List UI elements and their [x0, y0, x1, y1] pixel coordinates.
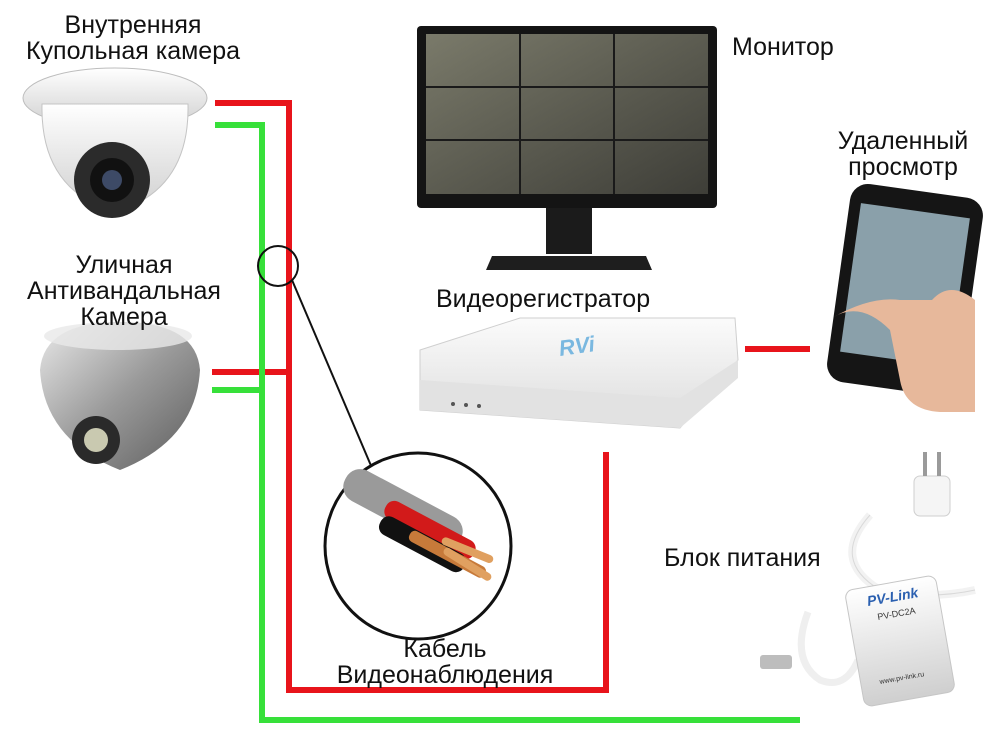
dvr-image: RVi — [419, 317, 739, 429]
outdoor-camera-label-line-1: Уличная — [75, 251, 173, 279]
dvr-logo: RVi — [557, 331, 597, 361]
cable-label-line-1: Кабель — [403, 635, 487, 663]
cable-cross-section-image — [323, 451, 513, 641]
video-lines — [212, 100, 810, 693]
cable-label: Кабель Видеонаблюдения — [300, 636, 590, 688]
indoor-dome-camera-image — [22, 67, 208, 218]
outdoor-dome-camera-image — [40, 322, 200, 470]
indoor-camera-label-line-2: Купольная камера — [25, 37, 241, 65]
remote-view-label-line-2: просмотр — [848, 153, 958, 181]
video-line-indoor-camera — [215, 100, 609, 693]
smartphone-image — [827, 183, 983, 412]
outdoor-camera-label-line-2: Антивандальная — [27, 277, 221, 305]
monitor-image — [417, 26, 717, 270]
indoor-camera-label-line-1: Внутренняя — [64, 11, 202, 39]
remote-view-label-line-1: Удаленный — [837, 127, 969, 155]
power-lines — [212, 122, 800, 723]
outdoor-camera-label-line-3: Камера — [80, 303, 168, 331]
power-supply-label: Блок питания — [664, 544, 821, 572]
cable-zoom-marker — [257, 245, 299, 287]
cable-zoom-pointer — [291, 279, 373, 469]
power-supply-image: PV-Link PV-DC2A www.pv-link.ru — [760, 452, 976, 707]
power-line-indoor-camera — [215, 122, 800, 723]
indoor-camera-label: Внутренняя Купольная камера — [8, 12, 258, 64]
dvr-label: Видеорегистратор — [436, 285, 651, 313]
outdoor-camera-label: Уличная Антивандальная Камера — [8, 252, 240, 330]
cable-label-line-2: Видеонаблюдения — [336, 661, 554, 689]
remote-view-label: Удаленный просмотр — [818, 128, 988, 180]
monitor-label: Монитор — [732, 33, 834, 61]
